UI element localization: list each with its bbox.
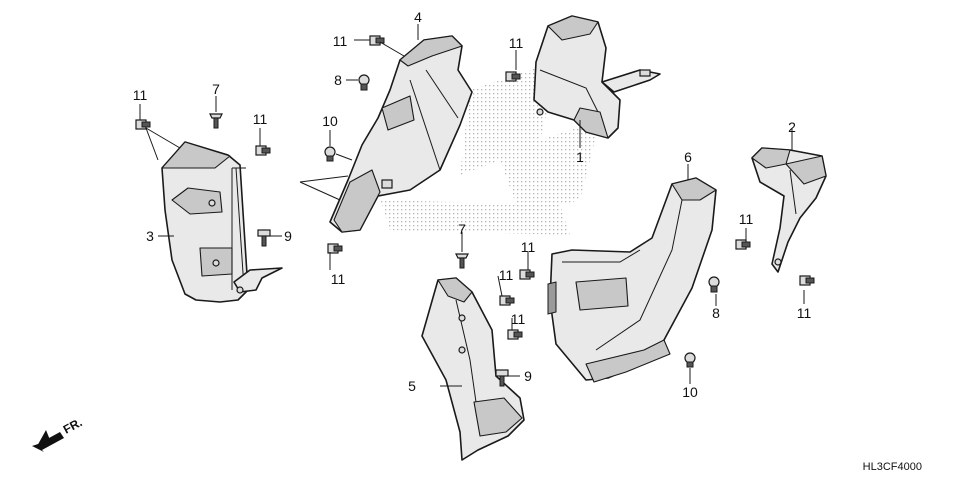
callout-part-6: 6 — [684, 149, 692, 165]
clip-11-i — [735, 239, 751, 250]
callout-clip-11: 11 — [133, 87, 148, 103]
part-5-lower-panel — [421, 277, 525, 461]
part-3-side-cover — [161, 141, 283, 303]
callout-bolt-10: 10 — [682, 384, 698, 400]
bolt-10-b — [684, 352, 696, 368]
clip-11-h — [507, 329, 523, 340]
brand-watermark — [380, 60, 600, 235]
bolt-8-b — [708, 276, 720, 293]
callout-part-4: 4 — [414, 9, 422, 25]
leader-lines — [139, 24, 805, 387]
front-direction-indicator: FR. — [32, 415, 84, 452]
bolt-10-a — [324, 146, 336, 162]
callout-clip-11: 11 — [499, 267, 514, 283]
callout-clip-11: 11 — [739, 211, 754, 227]
callout-part-3: 3 — [146, 228, 154, 244]
callout-part-1: 1 — [576, 149, 584, 165]
callout-part-2: 2 — [788, 119, 796, 135]
callout-clip-11: 11 — [509, 35, 524, 51]
clip-9-b — [495, 369, 509, 387]
part-2-right-bracket — [751, 147, 827, 273]
callout-clip-9: 9 — [284, 228, 292, 244]
clip-11-d — [505, 71, 521, 82]
callout-clip-11: 11 — [333, 33, 348, 49]
callout-bolt-8: 8 — [334, 72, 342, 88]
callout-part-5: 5 — [408, 378, 416, 394]
callout-clip-9: 9 — [524, 368, 532, 384]
clip-11-g — [499, 295, 515, 306]
bolt-8-a — [358, 74, 370, 91]
clip-11-j — [799, 275, 815, 286]
clip-11-f — [519, 269, 535, 280]
callout-bolt-8: 8 — [712, 305, 720, 321]
clip-11-c — [255, 145, 271, 156]
callout-clip-11: 11 — [511, 311, 526, 327]
screw-7-a — [209, 113, 223, 129]
part-4-inner-panel — [329, 35, 473, 233]
clip-11-e — [327, 243, 343, 254]
callout-clip-11: 11 — [253, 111, 268, 127]
callout-bolt-10: 10 — [322, 113, 338, 129]
diagram-code: HL3CF4000 — [863, 461, 922, 473]
part-6-main-panel — [547, 177, 717, 383]
clip-11-b — [135, 119, 151, 130]
screw-7-b — [455, 253, 469, 269]
clip-9-a — [257, 229, 271, 247]
front-label: FR. — [61, 415, 85, 436]
part-1-upper-bracket — [533, 15, 661, 139]
callout-clip-11: 11 — [797, 305, 812, 321]
callout-screw-7: 7 — [212, 81, 220, 97]
callouts: 4 11 8 10 11 11 1 2 6 11 7 11 3 9 7 11 1… — [133, 9, 812, 400]
callout-clip-11: 11 — [331, 271, 346, 287]
callout-clip-11: 11 — [521, 239, 536, 255]
callout-screw-7: 7 — [458, 221, 466, 237]
fasteners — [135, 35, 815, 387]
arrow-icon — [32, 430, 64, 452]
